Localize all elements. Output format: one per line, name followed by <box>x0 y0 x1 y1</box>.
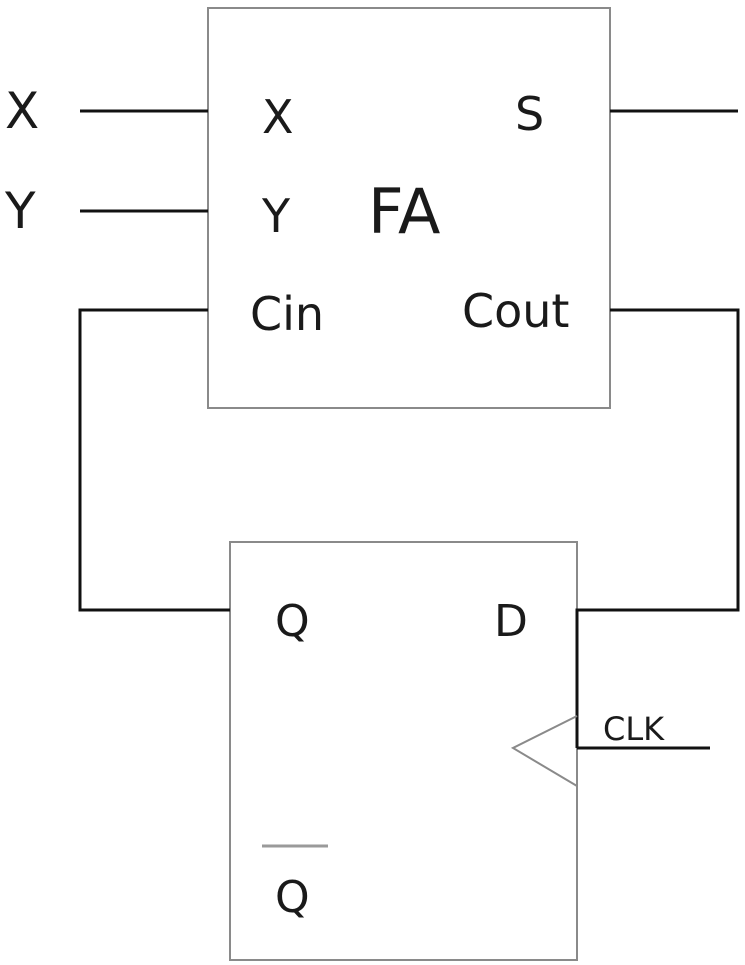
input-y-label: Y <box>4 182 36 240</box>
clk-label: CLK <box>603 710 665 748</box>
fa-pin-y-label: Y <box>261 189 291 243</box>
carry-in-feedback-wire <box>78 308 230 612</box>
ff-pin-d-label: D <box>494 596 528 647</box>
fa-pin-cout-label: Cout <box>462 284 569 338</box>
fa-pin-x-label: X <box>262 90 294 144</box>
ff-pin-q-label: Q <box>275 596 310 647</box>
carry-out-to-d-wire <box>575 308 740 748</box>
fa-pin-s-label: S <box>515 87 544 141</box>
input-x-label: X <box>5 82 39 140</box>
ff-pin-qbar-label: Q <box>275 872 310 923</box>
fa-title: FA <box>368 175 440 248</box>
full-adder-block <box>207 7 611 409</box>
fa-pin-cin-label: Cin <box>250 287 324 341</box>
clock-triangle-icon <box>510 715 578 787</box>
